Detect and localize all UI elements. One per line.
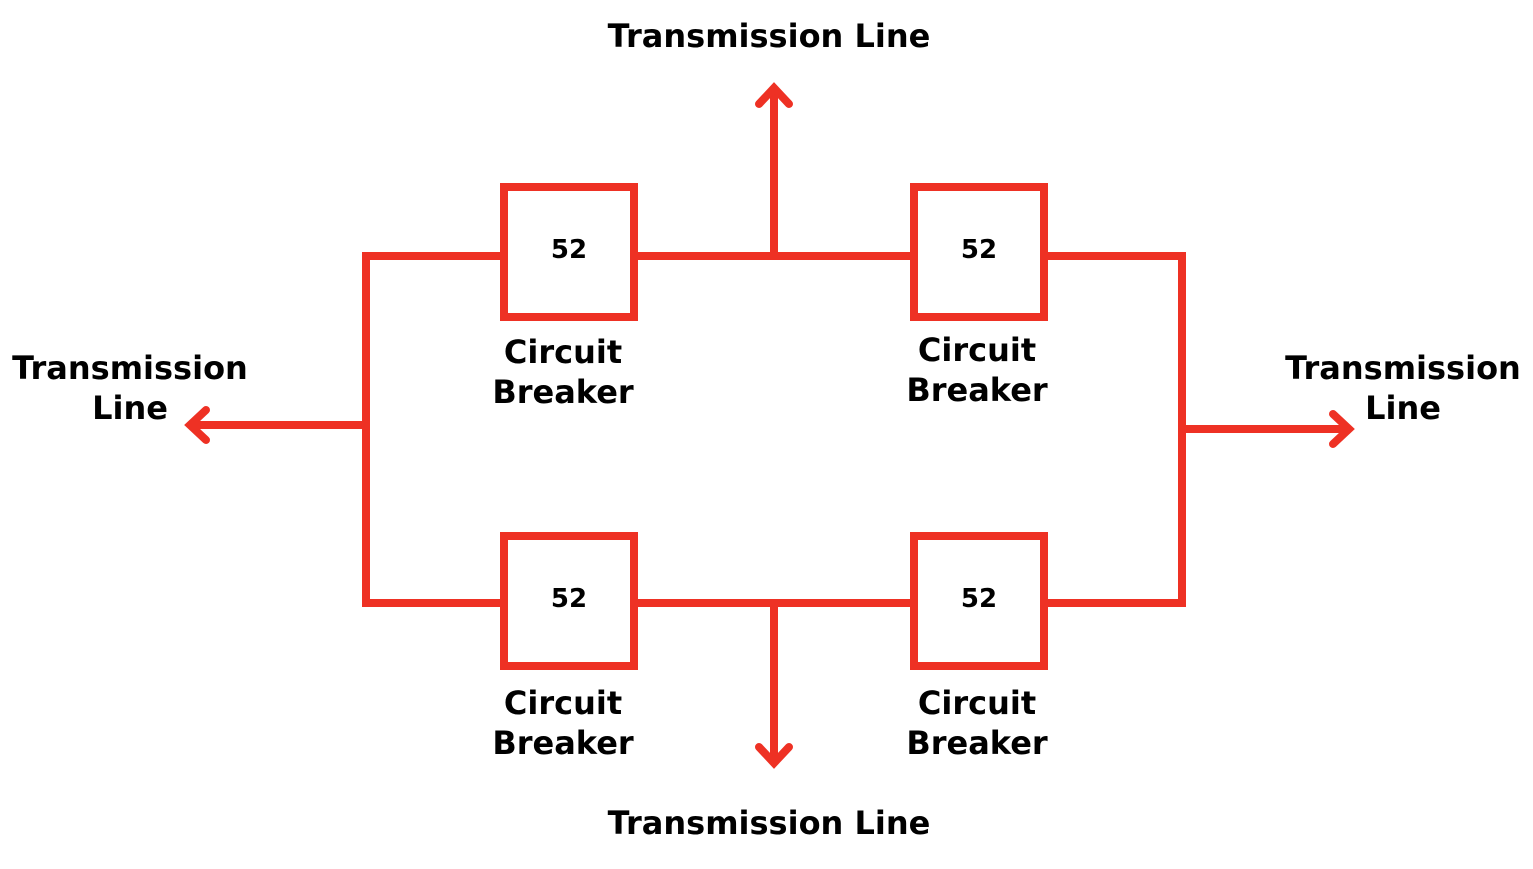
breaker-caption-top-left-line1: Circuit xyxy=(503,333,623,371)
bottom-arrowhead-icon xyxy=(755,743,793,769)
breaker-caption-bottom-right-line2: Breaker xyxy=(906,724,1048,762)
breaker-caption-top-right: Circuit Breaker xyxy=(877,330,1077,410)
top-transmission-line-label: Transmission Line xyxy=(607,17,931,55)
breaker-box-top-left xyxy=(500,183,638,321)
right-transmission-line-label: Transmission Line xyxy=(1283,348,1523,428)
breaker-caption-top-left-line2: Breaker xyxy=(492,373,634,411)
bottom-transmission-line-label: Transmission Line xyxy=(607,804,931,842)
breaker-caption-bottom-left-line2: Breaker xyxy=(492,724,634,762)
breaker-box-top-right xyxy=(910,183,1048,321)
left-transmission-line-label-line2: Line xyxy=(92,389,168,427)
breaker-caption-bottom-left-line1: Circuit xyxy=(503,684,623,722)
right-arrowhead-icon xyxy=(1329,410,1355,448)
breaker-caption-bottom-right: Circuit Breaker xyxy=(877,683,1077,763)
breaker-caption-bottom-right-line1: Circuit xyxy=(917,684,1037,722)
breaker-number-bottom-right: 52 xyxy=(960,584,998,614)
left-arrowhead-icon xyxy=(184,406,210,444)
breaker-caption-top-left: Circuit Breaker xyxy=(463,332,663,412)
breaker-caption-bottom-left: Circuit Breaker xyxy=(463,683,663,763)
breaker-number-top-right: 52 xyxy=(960,235,998,265)
left-transmission-line-label-line1: Transmission xyxy=(12,349,248,387)
right-transmission-line-label-line1: Transmission xyxy=(1285,349,1521,387)
breaker-number-bottom-left: 52 xyxy=(550,584,588,614)
breaker-box-bottom-right xyxy=(910,532,1048,670)
breaker-box-bottom-left xyxy=(500,532,638,670)
top-arrowhead-icon xyxy=(755,82,793,108)
left-transmission-line-label: Transmission Line xyxy=(10,348,250,428)
breaker-caption-top-right-line1: Circuit xyxy=(917,331,1037,369)
right-transmission-line-label-line2: Line xyxy=(1365,389,1441,427)
breaker-number-top-left: 52 xyxy=(550,235,588,265)
breaker-caption-top-right-line2: Breaker xyxy=(906,371,1048,409)
